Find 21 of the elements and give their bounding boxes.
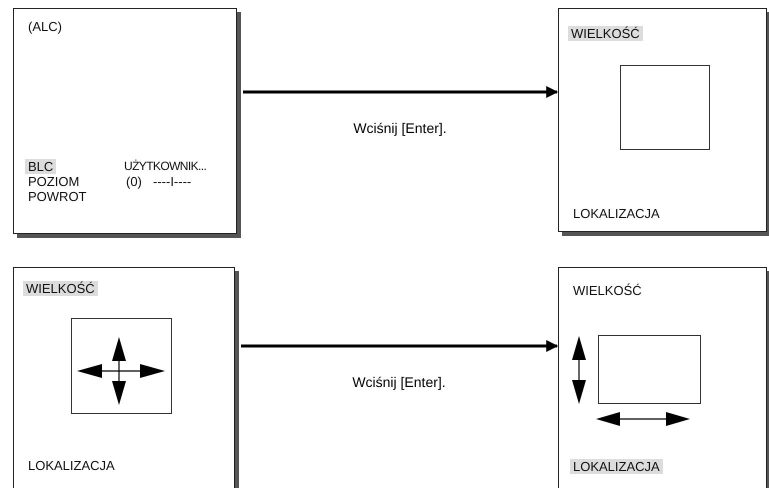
menu-text: LOKALIZACJA xyxy=(28,458,115,473)
frame-box xyxy=(71,318,172,414)
menu-text: ----I---- xyxy=(153,174,192,189)
menu-text: POZIOM xyxy=(28,174,80,189)
menu-text: WIELKOŚĆ xyxy=(573,283,642,298)
frame-box xyxy=(598,335,701,404)
menu-text: (ALC) xyxy=(28,19,62,34)
highlighted-menu-item: WIELKOŚĆ xyxy=(568,26,643,41)
arrow xyxy=(241,340,558,352)
screen-panel xyxy=(558,267,767,488)
menu-text: (0) xyxy=(126,174,142,189)
highlighted-menu-item: BLC xyxy=(25,159,56,174)
highlighted-menu-item: WIELKOŚĆ xyxy=(23,281,98,296)
arrow xyxy=(243,86,558,98)
edge-label: Wciśnij [Enter]. xyxy=(353,120,447,136)
menu-text: POWROT xyxy=(28,189,86,204)
edge-label: Wciśnij [Enter]. xyxy=(352,374,446,390)
menu-text: UŻYTKOWNIK... xyxy=(124,159,206,174)
menu-text: LOKALIZACJA xyxy=(573,206,660,221)
highlighted-menu-item: LOKALIZACJA xyxy=(570,459,663,474)
frame-box xyxy=(620,65,710,150)
